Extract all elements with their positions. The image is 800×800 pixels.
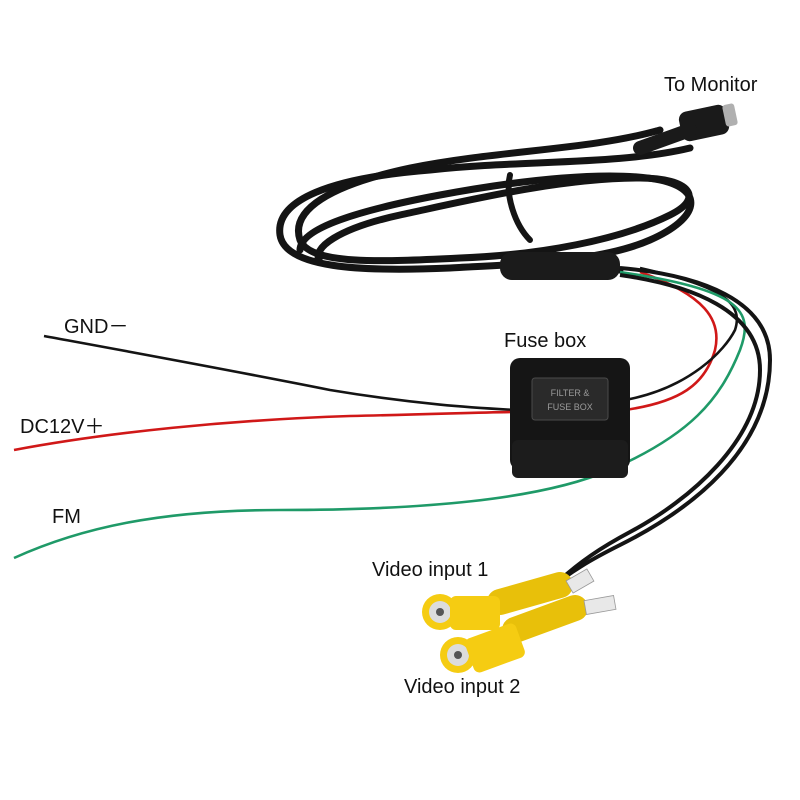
- dc12v-wire: [13, 410, 516, 452]
- label-fm: FM: [52, 506, 81, 528]
- video-cable: [546, 266, 773, 592]
- cable-splitter: [500, 252, 620, 280]
- label-to-monitor: To Monitor: [664, 74, 758, 96]
- fuse-box-print-line1: FILTER &: [551, 388, 590, 398]
- monitor-connector: [633, 103, 738, 155]
- fuse-box-print-line2: FUSE BOX: [547, 402, 593, 412]
- cable-tag-2: [583, 595, 617, 615]
- label-fuse-box: Fuse box: [504, 330, 587, 352]
- fuse-box: FILTER & FUSE BOX: [510, 358, 630, 478]
- label-video-input-2: Video input 2: [404, 676, 521, 698]
- rca-connector-1: [422, 572, 573, 630]
- label-gnd: GND－: [64, 316, 129, 338]
- rca-connector-2: [440, 595, 588, 673]
- label-dc12v: DC12V＋: [20, 416, 105, 438]
- monitor-cable-coil: [276, 126, 695, 274]
- cable-tag-1: [565, 568, 595, 594]
- label-video-input-1: Video input 1: [372, 559, 489, 581]
- gnd-wire: [43, 334, 516, 412]
- fuse-output-red: [624, 270, 718, 412]
